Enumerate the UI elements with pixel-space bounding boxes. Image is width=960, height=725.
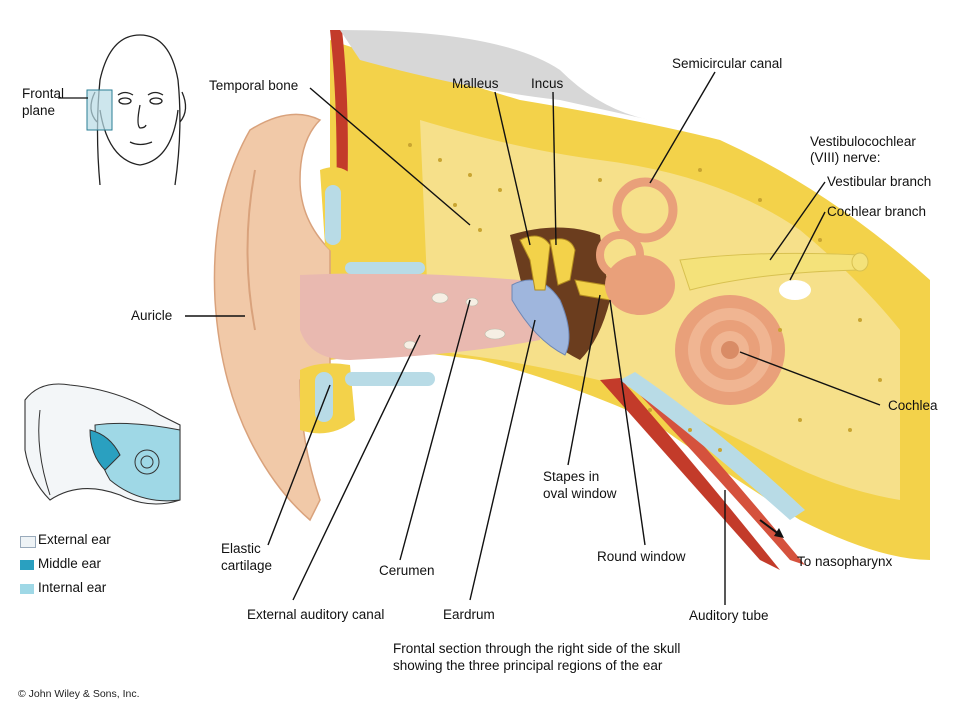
main-cross-section xyxy=(213,30,930,570)
key-label-internal: Internal ear xyxy=(38,580,107,595)
key-swatch-middle xyxy=(20,560,34,570)
label-elastic-cartilage-2: cartilage xyxy=(221,558,273,573)
label-cerumen: Cerumen xyxy=(379,563,435,578)
cerumen-blob xyxy=(484,328,506,340)
auditory-tube-shape xyxy=(620,372,805,520)
label-incus: Incus xyxy=(531,76,564,91)
cartilage-top-blue xyxy=(325,185,341,245)
label-semicircular-canal: Semicircular canal xyxy=(672,56,783,71)
semicircular-canal-shape xyxy=(612,177,678,243)
label-auditory-tube: Auditory tube xyxy=(689,608,769,623)
label-cochlear-branch: Cochlear branch xyxy=(827,204,927,219)
label-cochlea: Cochlea xyxy=(888,398,938,413)
cavity xyxy=(779,280,811,300)
auricle-fold xyxy=(246,169,256,331)
label-vestibulocochlear-2: (VIII) nerve: xyxy=(810,150,881,165)
canal-upper-cartilage xyxy=(345,262,425,274)
nerve-end xyxy=(851,252,869,272)
external-auditory-canal xyxy=(300,273,540,360)
caption-line-1: Frontal section through the right side o… xyxy=(393,641,681,656)
cerumen-blob xyxy=(403,340,417,350)
nasopharynx-arrowhead xyxy=(774,528,784,538)
key-swatch-internal xyxy=(20,584,34,594)
label-auricle: Auricle xyxy=(131,308,173,323)
label-stapes-2: oval window xyxy=(543,486,617,501)
muscle-bottom xyxy=(600,378,780,570)
copyright: © John Wiley & Sons, Inc. xyxy=(18,688,140,700)
cerumen-blob xyxy=(465,297,479,307)
label-round-window: Round window xyxy=(597,549,686,564)
label-vestibulocochlear-1: Vestibulocochlear xyxy=(810,134,916,149)
region-inset xyxy=(24,383,181,505)
label-vestibular-branch: Vestibular branch xyxy=(827,174,932,189)
key-label-external: External ear xyxy=(38,532,111,547)
label-stapes-1: Stapes in xyxy=(543,469,600,484)
leader-lines xyxy=(185,71,881,605)
bone-inner xyxy=(420,120,900,500)
vestibule xyxy=(605,255,675,315)
frontal-plane-box xyxy=(86,89,113,131)
frontal-plane-label-1: Frontal xyxy=(22,86,65,101)
skull-top xyxy=(340,30,650,120)
label-to-nasopharynx: To nasopharynx xyxy=(797,554,893,569)
frontal-plane-label-2: plane xyxy=(22,103,56,118)
key-swatch-external xyxy=(20,536,36,548)
label-elastic-cartilage-1: Elastic xyxy=(221,541,261,556)
cerumen-blob xyxy=(431,292,449,304)
cochlea-shape xyxy=(675,295,785,405)
bone-speckles xyxy=(408,143,882,452)
caption-line-2: showing the three principal regions of t… xyxy=(393,658,663,673)
key-label-middle: Middle ear xyxy=(38,556,102,571)
label-external-auditory-canal: External auditory canal xyxy=(247,607,385,622)
label-temporal-bone: Temporal bone xyxy=(209,78,299,93)
label-eardrum: Eardrum xyxy=(443,607,495,622)
canal-lower-cartilage xyxy=(345,372,435,386)
cartilage-bottom-blue xyxy=(315,372,333,422)
malleus-shape xyxy=(519,235,551,291)
label-malleus: Malleus xyxy=(452,76,499,91)
